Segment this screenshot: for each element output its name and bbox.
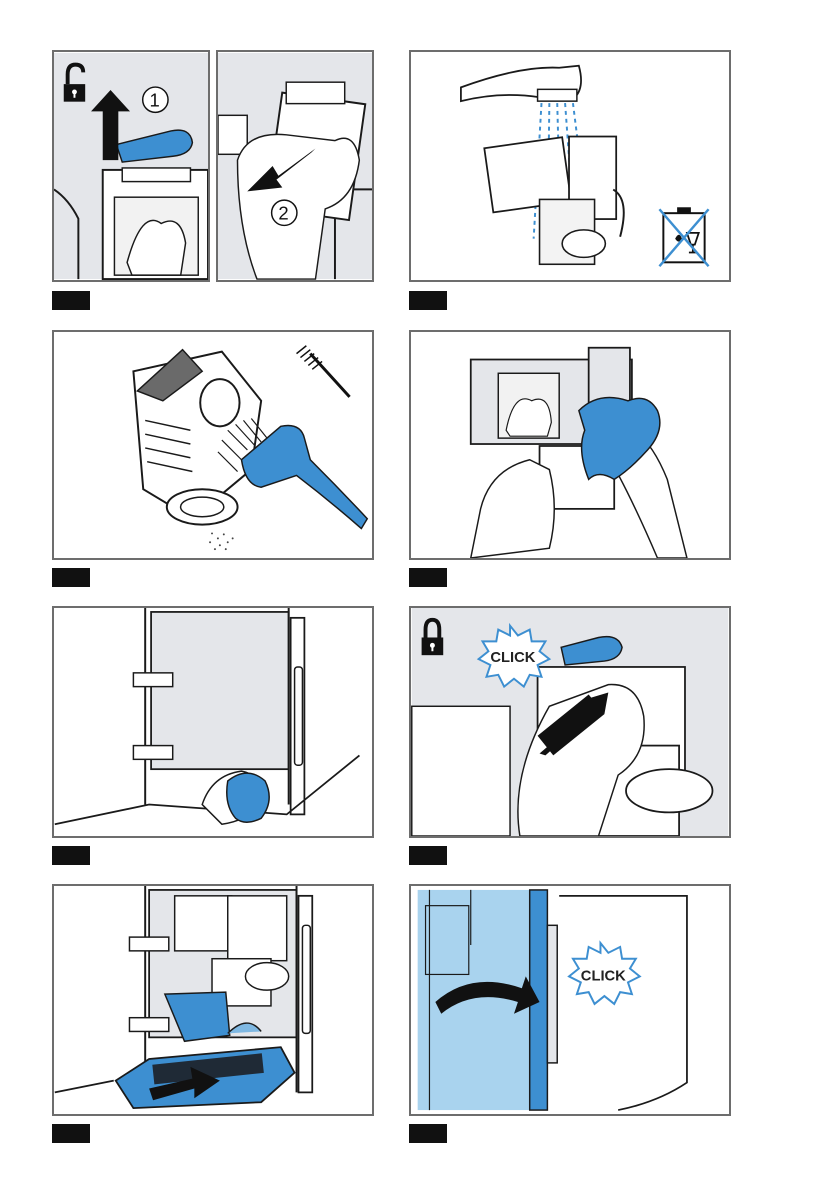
step-7-illustration bbox=[52, 884, 374, 1116]
step-4-svg bbox=[411, 332, 729, 558]
step-1a-svg: 1 bbox=[54, 52, 208, 280]
step-3-illustration bbox=[52, 330, 374, 560]
step-3-number-bar bbox=[52, 568, 90, 587]
step-4-illustration bbox=[409, 330, 731, 560]
step-3-svg bbox=[54, 332, 372, 558]
step-marker-2-label: 2 bbox=[278, 203, 288, 224]
step-6-illustration: CLICK bbox=[409, 606, 731, 838]
step-4-number-bar bbox=[409, 568, 447, 587]
step-7-svg bbox=[54, 886, 372, 1114]
click-text: CLICK bbox=[490, 650, 535, 666]
step-2-illustration bbox=[409, 50, 731, 282]
step-1a-illustration: 1 bbox=[52, 50, 210, 282]
step-8-number-bar bbox=[409, 1124, 447, 1143]
step-5-illustration bbox=[52, 606, 374, 838]
click-burst: CLICK bbox=[569, 943, 640, 1004]
step-1b-illustration: 2 bbox=[216, 50, 374, 282]
debris-dots bbox=[209, 532, 234, 550]
step-6-svg: CLICK bbox=[411, 608, 729, 836]
step-1b-svg: 2 bbox=[218, 52, 372, 280]
step-5-svg bbox=[54, 608, 372, 836]
click-text: CLICK bbox=[581, 968, 626, 984]
step-8-illustration: CLICK bbox=[409, 884, 731, 1116]
step-marker-1-label: 1 bbox=[150, 90, 160, 111]
step-6-number-bar bbox=[409, 846, 447, 865]
brush-icon bbox=[297, 346, 350, 397]
step-5-number-bar bbox=[52, 846, 90, 865]
step-7-number-bar bbox=[52, 1124, 90, 1143]
no-dishwasher-icon bbox=[659, 207, 708, 266]
step-2-number-bar bbox=[409, 291, 447, 310]
step-2-svg bbox=[411, 52, 729, 280]
step-8-svg: CLICK bbox=[411, 886, 729, 1114]
step-1-number-bar bbox=[52, 291, 90, 310]
cloth-icon bbox=[227, 773, 269, 822]
